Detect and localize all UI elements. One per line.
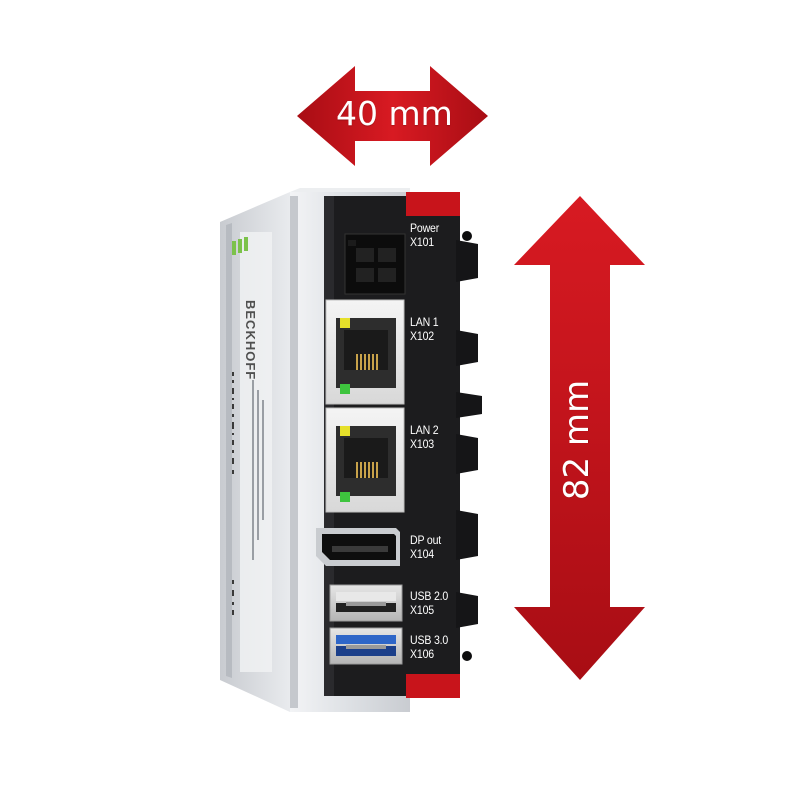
height-dimension-label: 82 mm [557, 379, 597, 501]
link-led-icon [340, 318, 350, 328]
brand-logo: BECKHOFF [243, 300, 258, 381]
displayport-icon [316, 528, 400, 566]
lan2-port-icon [325, 407, 405, 513]
link-led-icon [340, 426, 350, 436]
height-arrow [514, 196, 645, 680]
device-side-panel [220, 192, 290, 712]
power-connector-icon [344, 233, 406, 295]
red-top-cap [406, 192, 460, 216]
red-bottom-cap [406, 674, 460, 698]
screw-icon [462, 231, 472, 241]
activity-led-icon [340, 384, 350, 394]
activity-led-icon [340, 492, 350, 502]
cooling-fins [456, 240, 482, 628]
usb2-port-icon [329, 584, 403, 622]
status-label-icon [232, 241, 236, 255]
screw-icon [462, 651, 472, 661]
barcode-icon [232, 372, 234, 615]
lan1-port-icon [325, 299, 405, 405]
width-arrow [297, 66, 488, 166]
width-dimension-label: 40 mm [336, 94, 453, 133]
usb3-port-icon [329, 627, 403, 665]
